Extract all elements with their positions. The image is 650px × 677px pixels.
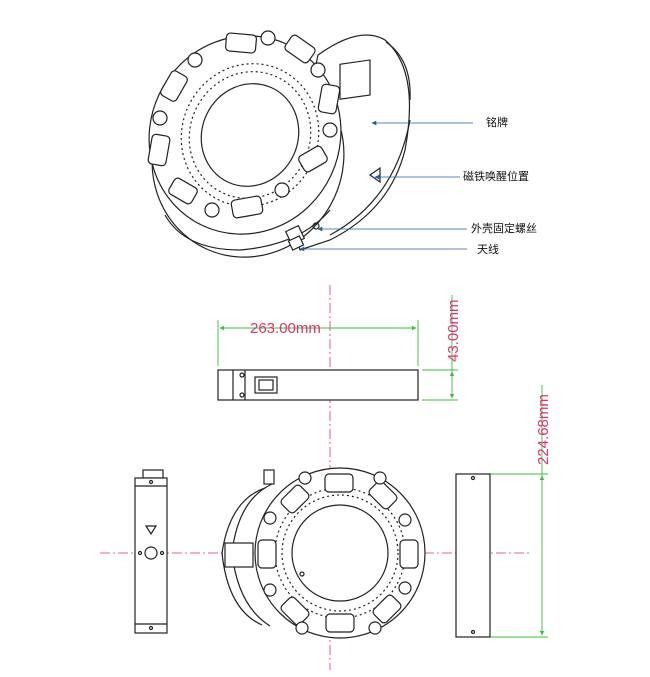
diameter-dimension: 224.68mm bbox=[535, 394, 552, 465]
callout-antenna: 天线 bbox=[477, 243, 499, 256]
callout-nameplate: 铭牌 bbox=[486, 116, 508, 129]
antenna-connector bbox=[284, 224, 306, 251]
nameplate bbox=[339, 59, 371, 100]
dimension-lines bbox=[217, 295, 548, 638]
width-dimension: 263.00mm bbox=[250, 320, 321, 337]
right-side-view bbox=[455, 473, 491, 638]
shell-screw bbox=[312, 222, 320, 230]
side-triangle-icon bbox=[144, 525, 158, 536]
height-dimension: 43.00mm bbox=[445, 299, 462, 362]
isometric-view bbox=[147, 30, 411, 258]
callout-magnet-sensor: 磁铁唤醒位置 bbox=[463, 170, 529, 183]
ring-edge bbox=[164, 209, 331, 251]
left-side-view bbox=[134, 469, 168, 634]
front-view bbox=[221, 467, 426, 639]
ring-magnets bbox=[147, 30, 341, 219]
front-magnets bbox=[257, 471, 419, 635]
leader-lines bbox=[299, 120, 473, 252]
top-view bbox=[217, 369, 419, 401]
ring-inner-hole bbox=[200, 83, 300, 187]
callout-shell-screw: 外壳固定螺丝 bbox=[471, 222, 537, 235]
